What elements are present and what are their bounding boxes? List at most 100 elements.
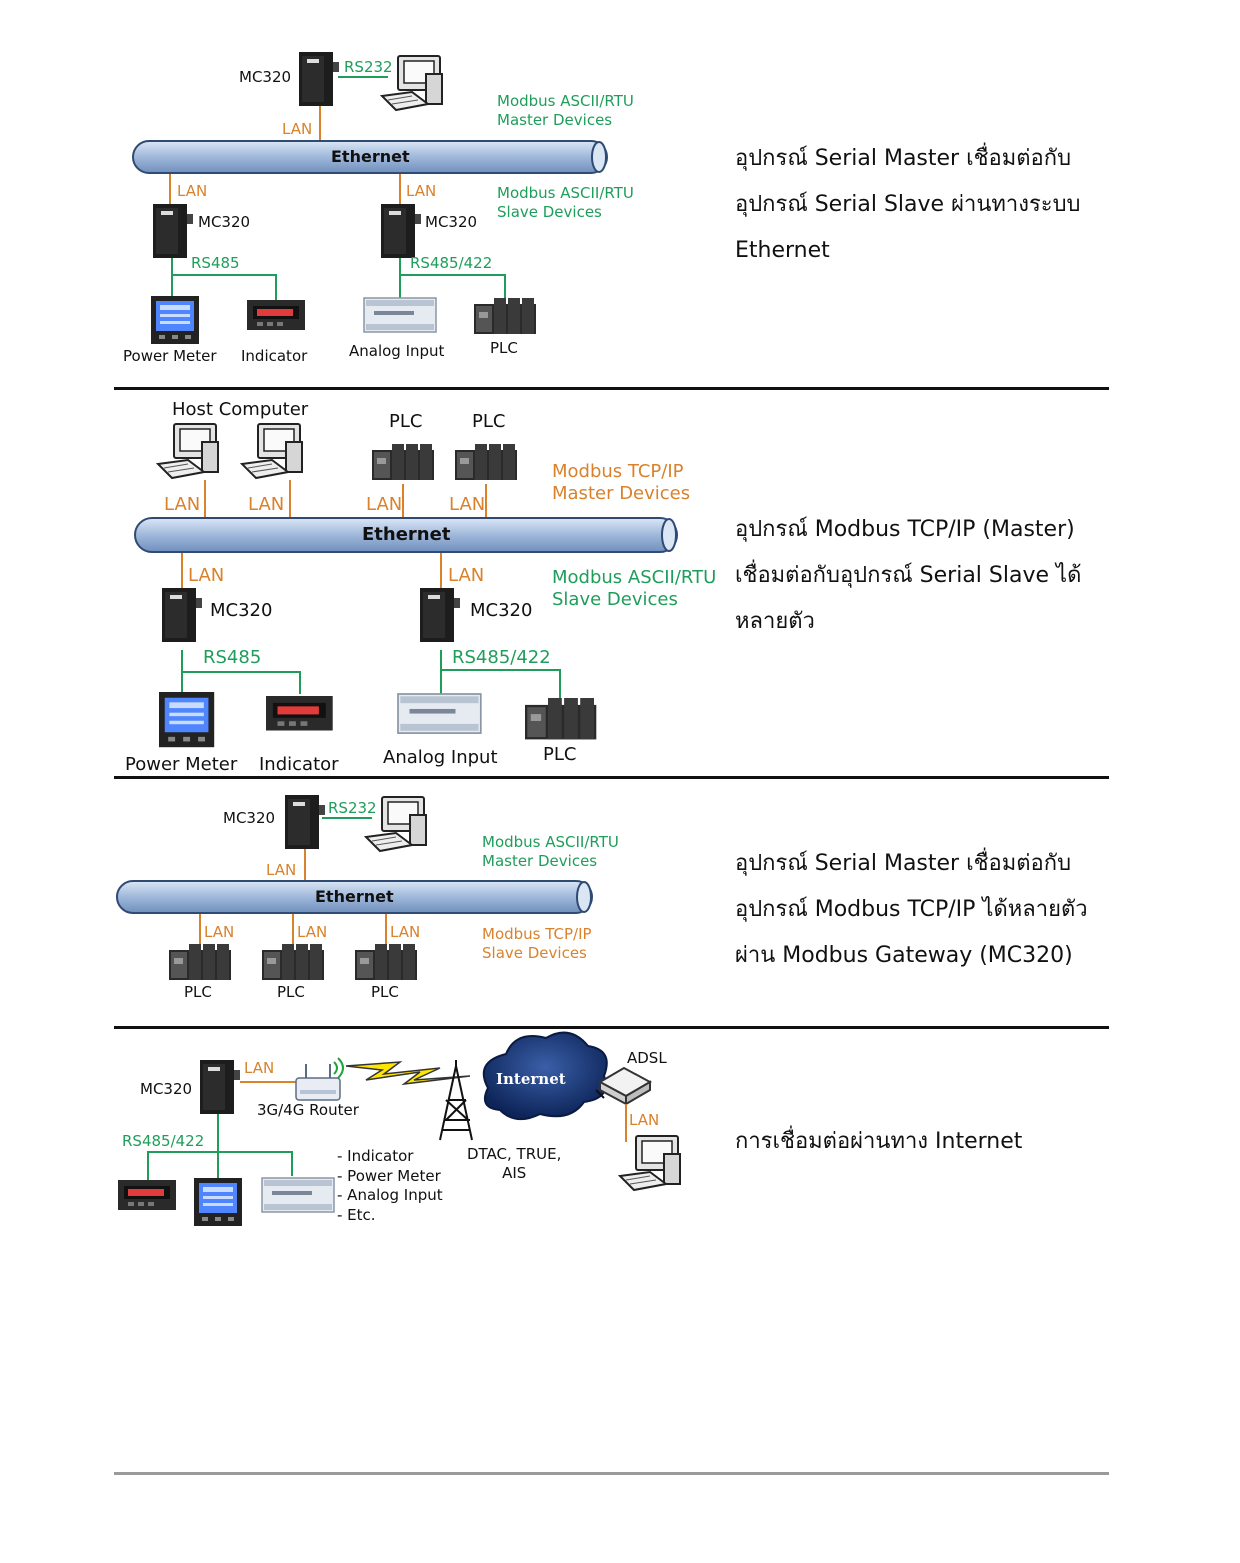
mc320-device-icon [420, 588, 460, 642]
mc320-device-icon [299, 52, 339, 106]
plc-label: PLC [389, 411, 423, 432]
mc320-device-icon [153, 204, 193, 258]
serial-lines [171, 258, 506, 300]
mc320-label: MC320 [140, 1080, 193, 1098]
ethernet-label: Ethernet [315, 887, 394, 906]
mc320-device-icon [381, 204, 421, 258]
lan-label: LAN [204, 923, 235, 941]
router-label: 3G/4G Router [257, 1101, 359, 1119]
host-computer-icon [157, 423, 219, 479]
lan-label: LAN [366, 494, 403, 515]
plc-icon [355, 944, 417, 980]
lan-label: LAN [188, 565, 225, 586]
lan-label: LAN [297, 923, 328, 941]
rs485-label: RS485 [203, 647, 262, 668]
rs485-422-label: RS485/422 [452, 647, 551, 668]
rs232-label: RS232 [328, 799, 377, 817]
lan-label: LAN [448, 565, 485, 586]
mc320-device-icon [162, 588, 202, 642]
section-3-diagram [116, 795, 593, 980]
mc320-label: MC320 [239, 68, 292, 86]
adsl-modem-icon [597, 1066, 653, 1106]
wireless-link-icon [345, 1061, 471, 1086]
power-meter-icon [159, 692, 215, 748]
lan-label: LAN [390, 923, 421, 941]
analog-input-label: Analog Input [349, 342, 445, 360]
plc-label: PLC [184, 983, 212, 1001]
section-2-diagram [134, 423, 678, 748]
internet-cloud-icon [482, 1031, 608, 1121]
host-computer-label: Host Computer [172, 399, 309, 420]
slave-devices-label: Modbus ASCII/RTU Slave Devices [497, 184, 634, 221]
lan-label: LAN [177, 182, 208, 200]
mc320-label: MC320 [470, 600, 533, 621]
lan-label: LAN [406, 182, 437, 200]
plc-icon [455, 444, 517, 480]
serial-lines [181, 650, 561, 698]
mc320-label: MC320 [425, 213, 478, 231]
section-4-diagram [118, 1031, 681, 1226]
indicator-icon [247, 300, 305, 330]
section-2-description: อุปกรณ์ Modbus TCP/IP (Master) เชื่อมต่อ… [735, 517, 1082, 634]
lan-label: LAN [248, 494, 285, 515]
plc-label: PLC [277, 983, 305, 1001]
ethernet-bus [134, 517, 678, 553]
power-meter-icon [151, 296, 199, 344]
plc-label: PLC [490, 339, 518, 357]
router-icon [295, 1057, 344, 1101]
rs485-label: RS485 [191, 254, 240, 272]
cell-tower-icon [439, 1060, 473, 1141]
rs485-422-label: RS485/422 [410, 254, 493, 272]
computer-icon [619, 1135, 681, 1191]
mc320-label: MC320 [223, 809, 276, 827]
carriers-label: DTAC, TRUE, AIS [467, 1145, 562, 1182]
section-3-description: อุปกรณ์ Serial Master เชื่อมต่อกับอุปกรณ… [735, 851, 1088, 968]
section-divider [114, 387, 1109, 390]
slave-devices-label: Modbus ASCII/RTU Slave Devices [552, 567, 717, 610]
section-divider [114, 1026, 1109, 1029]
adsl-label: ADSL [627, 1049, 667, 1067]
mc320-label: MC320 [198, 213, 251, 231]
mc320-device-icon [285, 795, 325, 849]
plc-label: PLC [371, 983, 399, 1001]
ethernet-label: Ethernet [331, 147, 410, 166]
serial-lines [147, 1112, 293, 1180]
plc-icon [474, 298, 536, 334]
analog-input-label: Analog Input [383, 747, 498, 768]
ethernet-bus [132, 140, 608, 174]
indicator-icon [118, 1180, 176, 1210]
indicator-label: Indicator [241, 347, 308, 365]
plc-icon [525, 698, 597, 740]
rs232-label: RS232 [344, 58, 393, 76]
master-devices-label: Modbus ASCII/RTU Master Devices [482, 833, 619, 870]
indicator-label: Indicator [259, 754, 339, 775]
tcp-master-label: Modbus TCP/IP Master Devices [552, 461, 691, 504]
ethernet-label: Ethernet [362, 524, 451, 545]
tcp-slave-label: Modbus TCP/IP Slave Devices [482, 925, 592, 962]
plc-icon [169, 944, 231, 980]
power-meter-icon [194, 1178, 242, 1226]
footer-divider [114, 1472, 1109, 1475]
plc-icon [372, 444, 434, 480]
internet-label: Internet [496, 1070, 566, 1088]
analog-input-icon [363, 297, 437, 333]
mc320-label: MC320 [210, 600, 273, 621]
lan-label: LAN [266, 861, 297, 879]
plc-label: PLC [472, 411, 506, 432]
device-list-label: - Indicator - Power Meter - Analog Input… [337, 1147, 443, 1224]
ethernet-bus [116, 880, 593, 914]
lan-label: LAN [164, 494, 201, 515]
lan-label: LAN [282, 120, 313, 138]
lan-label: LAN [244, 1059, 275, 1077]
power-meter-label: Power Meter [123, 347, 217, 365]
host-computer-icon [241, 423, 303, 479]
lan-label: LAN [449, 494, 486, 515]
master-devices-label: Modbus ASCII/RTU Master Devices [497, 92, 634, 129]
analog-input-icon [397, 693, 482, 734]
power-meter-label: Power Meter [125, 754, 238, 775]
section-1-description: อุปกรณ์ Serial Master เชื่อมต่อกับอุปกรณ… [735, 146, 1081, 263]
section-divider [114, 776, 1109, 779]
analog-input-icon [261, 1177, 335, 1213]
section-1-diagram [132, 52, 608, 344]
